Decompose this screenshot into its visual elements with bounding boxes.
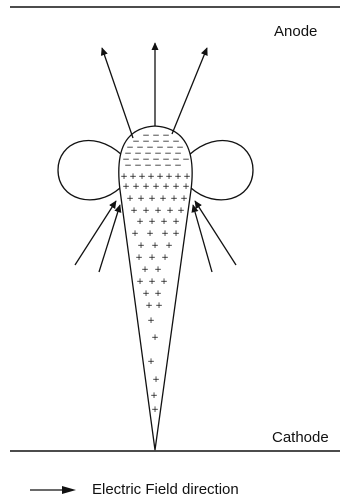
arrow-right-icon — [28, 481, 80, 499]
positive-charge: + — [142, 182, 150, 192]
positive-charge: + — [160, 217, 168, 227]
positive-charge: + — [150, 391, 158, 401]
positive-charge: + — [166, 206, 174, 216]
positive-charge: + — [160, 277, 168, 287]
positive-charge: + — [154, 206, 162, 216]
positive-charge: + — [120, 172, 128, 182]
positive-charge: + — [182, 182, 190, 192]
left-field-loop — [58, 140, 122, 199]
positive-charge: + — [151, 333, 159, 343]
positive-charge: + — [151, 405, 159, 415]
positive-charge: + — [155, 301, 163, 311]
positive-charge: + — [154, 289, 162, 299]
positive-charge: + — [147, 357, 155, 367]
positive-charge: + — [138, 172, 146, 182]
negative-charge: − — [124, 161, 132, 171]
positive-charge: + — [156, 172, 164, 182]
field-arrow-in-right-inner — [193, 205, 212, 272]
positive-charge: + — [129, 172, 137, 182]
positive-charge: + — [148, 253, 156, 263]
positive-charge: + — [152, 182, 160, 192]
positive-charge: + — [137, 241, 145, 251]
field-arrow-in-left-inner — [99, 205, 120, 272]
positive-charge: + — [172, 182, 180, 192]
positive-charge: + — [147, 172, 155, 182]
positive-charge: + — [152, 375, 160, 385]
positive-charge: + — [146, 229, 154, 239]
positive-charge: + — [142, 206, 150, 216]
positive-charge-region: ++++++++++++++++++++++++++++++++++++++++… — [120, 172, 191, 415]
positive-charge: + — [159, 194, 167, 204]
positive-charge: + — [147, 316, 155, 326]
positive-charge: + — [136, 277, 144, 287]
positive-charge: + — [172, 229, 180, 239]
positive-charge: + — [141, 265, 149, 275]
negative-charge: − — [182, 155, 190, 165]
positive-charge: + — [145, 301, 153, 311]
positive-charge: + — [170, 194, 178, 204]
negative-charge: − — [174, 161, 182, 171]
positive-charge: + — [183, 172, 191, 182]
positive-charge: + — [174, 172, 182, 182]
positive-charge: + — [151, 241, 159, 251]
positive-charge: + — [122, 182, 130, 192]
negative-charge: − — [164, 161, 172, 171]
field-arrow-up-left — [102, 48, 133, 138]
cathode-label: Cathode — [272, 429, 329, 447]
positive-charge: + — [165, 241, 173, 251]
positive-charge: + — [130, 206, 138, 216]
negative-charge: − — [154, 161, 162, 171]
positive-charge: + — [148, 217, 156, 227]
legend-label: Electric Field direction — [92, 481, 239, 499]
positive-charge: + — [172, 217, 180, 227]
positive-charge: + — [161, 253, 169, 263]
right-field-loop — [189, 140, 253, 199]
negative-charge: − — [144, 161, 152, 171]
positive-charge: + — [142, 289, 150, 299]
field-arrow-up-right — [172, 48, 207, 134]
positive-charge: + — [180, 194, 188, 204]
positive-charge: + — [148, 194, 156, 204]
positive-charge: + — [131, 229, 139, 239]
positive-charge: + — [135, 253, 143, 263]
positive-charge: + — [148, 277, 156, 287]
positive-charge: + — [126, 194, 134, 204]
positive-charge: + — [136, 217, 144, 227]
field-arrow-in-left-outer — [75, 201, 116, 265]
positive-charge: + — [161, 229, 169, 239]
positive-charge: + — [132, 182, 140, 192]
positive-charge: + — [154, 265, 162, 275]
positive-charge: + — [162, 182, 170, 192]
positive-charge: + — [165, 172, 173, 182]
anode-label: Anode — [274, 23, 317, 41]
negative-charge: − — [134, 161, 142, 171]
positive-charge: + — [177, 206, 185, 216]
positive-charge: + — [137, 194, 145, 204]
